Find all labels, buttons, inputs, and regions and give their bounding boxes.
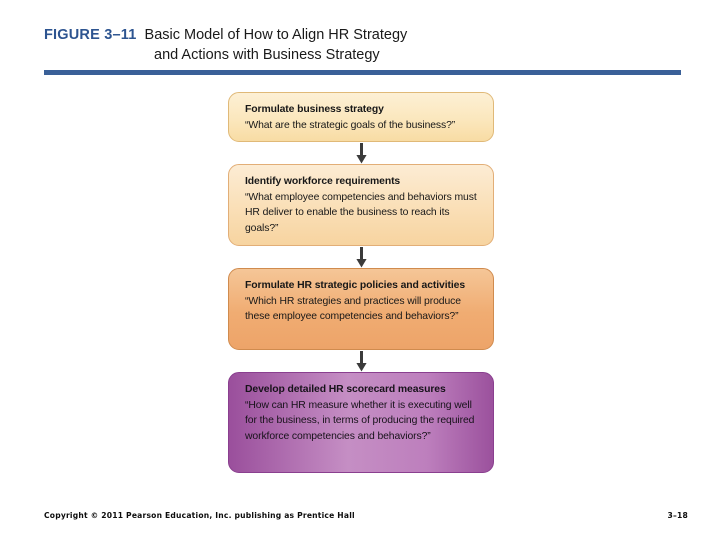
arrow-down-icon bbox=[228, 350, 494, 372]
flow-step-develop-hr-scorecard: Develop detailed HR scorecard measures “… bbox=[228, 372, 494, 473]
flow-step-body: “What are the strategic goals of the bus… bbox=[245, 119, 456, 131]
figure-title-line-1: Basic Model of How to Align HR Strategy bbox=[144, 27, 408, 43]
title-line-1: FIGURE 3–11 Basic Model of How to Align … bbox=[44, 26, 684, 44]
flow-step-heading: Develop detailed HR scorecard measures bbox=[245, 384, 446, 395]
flow-step-identify-workforce-requirements: Identify workforce requirements “What em… bbox=[228, 164, 494, 246]
arrow-down-icon bbox=[228, 246, 494, 268]
flow-step-body: “How can HR measure whether it is execut… bbox=[245, 399, 475, 442]
flow-step-heading: Formulate HR strategic policies and acti… bbox=[245, 280, 466, 291]
page-title: FIGURE 3–11 Basic Model of How to Align … bbox=[44, 26, 684, 63]
flow-step-heading: Identify workforce requirements bbox=[245, 176, 401, 187]
figure-label: FIGURE 3–11 bbox=[44, 27, 137, 43]
page-number: 3–18 bbox=[667, 511, 688, 520]
figure-title-line-2: and Actions with Business Strategy bbox=[154, 47, 380, 63]
arrow-down-icon bbox=[228, 142, 494, 164]
hr-strategy-flowchart: Formulate business strategy “What are th… bbox=[228, 92, 494, 473]
flow-step-heading: Formulate business strategy bbox=[245, 104, 384, 115]
flow-step-formulate-business-strategy: Formulate business strategy “What are th… bbox=[228, 92, 494, 142]
title-divider bbox=[44, 70, 681, 75]
flow-step-body: “What employee competencies and behavior… bbox=[245, 191, 477, 234]
copyright-notice: Copyright © 2011 Pearson Education, Inc.… bbox=[44, 511, 355, 520]
flow-step-body: “Which HR strategies and practices will … bbox=[245, 295, 461, 323]
flow-step-formulate-hr-policies: Formulate HR strategic policies and acti… bbox=[228, 268, 494, 350]
